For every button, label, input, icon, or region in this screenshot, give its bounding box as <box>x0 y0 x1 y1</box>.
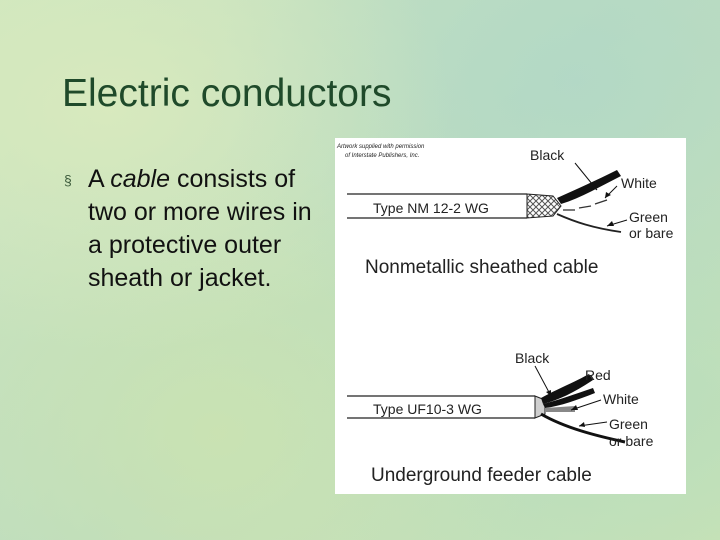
nm-white-wire-dash-3 <box>594 199 608 205</box>
nm-black-arrow <box>591 184 597 190</box>
uf-label-black: Black <box>515 350 550 366</box>
nm-black-wire <box>557 170 621 204</box>
nm-ground-arrow <box>607 221 614 226</box>
bullet-prefix: A <box>88 165 111 193</box>
nm-ground-wire <box>556 213 622 233</box>
uf-label-red: Red <box>585 367 611 383</box>
uf-white-arrow <box>571 405 578 410</box>
uf-black-wire <box>541 374 593 404</box>
nm-black-leader <box>574 162 598 191</box>
nm-label-or-bare: or bare <box>629 225 674 241</box>
uf-label-or-bare: or bare <box>609 433 654 449</box>
credit-line-2: of Interstate Publishers, Inc. <box>345 153 419 159</box>
uf-white-wire <box>545 406 575 412</box>
bullet-marker: § <box>64 172 72 188</box>
uf-cable-drawing: Type UF10-3 WG Black Red White Green or … <box>347 350 654 486</box>
uf-label-white: White <box>603 391 639 407</box>
nm-caption: Nonmetallic sheathed cable <box>365 257 598 278</box>
uf-black-leader <box>534 365 552 397</box>
nm-label-black: Black <box>530 147 565 163</box>
uf-type-label: Type UF10-3 WG <box>373 401 482 417</box>
credit-line-1: Artwork supplied with permission <box>336 144 425 150</box>
uf-caption: Underground feeder cable <box>371 465 592 486</box>
uf-red-wire <box>543 388 595 408</box>
slide-title: Electric conductors <box>62 72 392 115</box>
nm-cable-drawing: Type NM 12-2 WG Black White Green or bar… <box>347 147 674 278</box>
bullet-text: A cable consists of two or more wires in… <box>88 163 326 295</box>
uf-ground-arrow <box>579 422 585 427</box>
uf-black-arrow <box>546 390 551 396</box>
nm-type-label: Type NM 12-2 WG <box>373 200 489 216</box>
nm-white-arrow <box>605 192 611 198</box>
uf-label-green: Green <box>609 416 648 432</box>
cable-diagram: Artwork supplied with permission of Inte… <box>336 144 674 486</box>
nm-white-wire-dash-2 <box>578 205 592 209</box>
nm-label-green: Green <box>629 209 668 225</box>
bullet-rest: consists of two or more wires in a prote… <box>88 165 312 292</box>
nm-label-white: White <box>621 175 657 191</box>
bullet-item: § A cable consists of two or more wires … <box>64 163 326 295</box>
bullet-list: § A cable consists of two or more wires … <box>64 163 326 295</box>
bullet-emphasis: cable <box>110 165 171 193</box>
uf-ground-wire <box>540 412 626 444</box>
uf-red-arrow <box>575 384 580 390</box>
nm-paper-wrap <box>526 193 562 219</box>
cable-diagram-figure: Artwork supplied with permission of Inte… <box>335 138 686 494</box>
